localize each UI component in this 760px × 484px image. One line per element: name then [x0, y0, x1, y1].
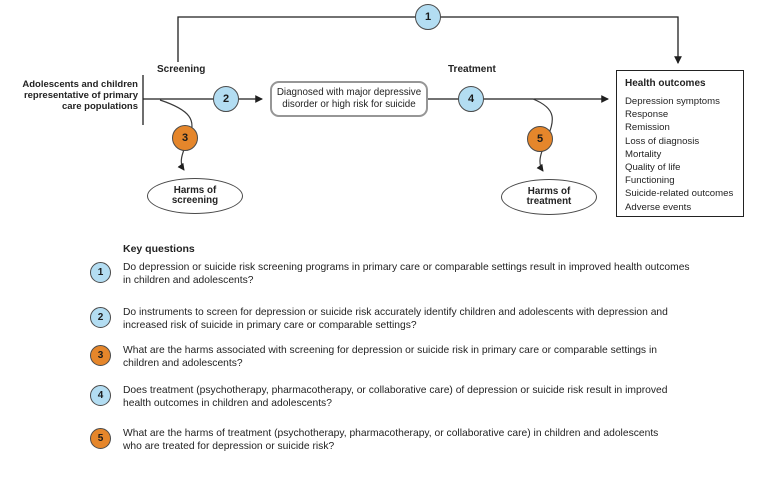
key-question-4-badge: 4 [90, 385, 111, 406]
key-question-row-4: 4 Does treatment (psychotherapy, pharmac… [90, 384, 690, 410]
harms-of-screening-ellipse: Harms of screening [147, 178, 243, 214]
outcome-item: Suicide-related outcomes [625, 188, 734, 200]
outcome-item: Adverse events [625, 201, 692, 213]
key-question-3-marker: 3 [172, 125, 198, 151]
key-question-2-badge: 2 [90, 307, 111, 328]
outcome-item: Mortality [625, 148, 662, 160]
key-question-1-text: Do depression or suicide risk screening … [123, 262, 690, 286]
key-question-row-3: 3 What are the harms associated with scr… [90, 344, 690, 370]
diagnosed-box: Diagnosed with major depressive disorder… [270, 81, 428, 117]
key-question-3-text: What are the harms associated with scree… [123, 345, 657, 369]
key-question-row-2: 2 Do instruments to screen for depressio… [90, 306, 690, 332]
key-question-3-badge: 3 [90, 345, 111, 366]
key-question-1-badge: 1 [90, 262, 111, 283]
key-question-row-1: 1 Do depression or suicide risk screenin… [90, 261, 690, 287]
treatment-label: Treatment [448, 64, 496, 75]
key-question-1-marker: 1 [415, 4, 441, 30]
key-question-row-5: 5 What are the harms of treatment (psych… [90, 427, 690, 453]
key-question-5-marker: 5 [527, 126, 553, 152]
outcome-item: Response [625, 109, 669, 121]
population-label: Adolescents and children representative … [22, 79, 138, 112]
key-question-5-badge: 5 [90, 428, 111, 449]
harms-of-treatment-ellipse: Harms of treatment [501, 179, 597, 215]
screening-label: Screening [157, 64, 206, 75]
outcome-item: Functioning [625, 175, 675, 187]
outcome-item: Quality of life [625, 162, 681, 174]
health-outcomes-box: Health outcomes Depression symptoms Resp… [616, 70, 744, 217]
key-questions-heading: Key questions [123, 243, 195, 255]
key-question-4-marker: 4 [458, 86, 484, 112]
key-question-4-text: Does treatment (psychotherapy, pharmacot… [123, 385, 668, 409]
key-question-2-marker: 2 [213, 86, 239, 112]
health-outcomes-title: Health outcomes [625, 78, 706, 89]
key-question-5-text: What are the harms of treatment (psychot… [123, 428, 659, 452]
outcome-item: Loss of diagnosis [625, 135, 700, 147]
outcome-item: Remission [625, 122, 670, 134]
outcome-item: Depression symptoms [625, 96, 720, 107]
key-question-2-text: Do instruments to screen for depression … [123, 307, 668, 331]
